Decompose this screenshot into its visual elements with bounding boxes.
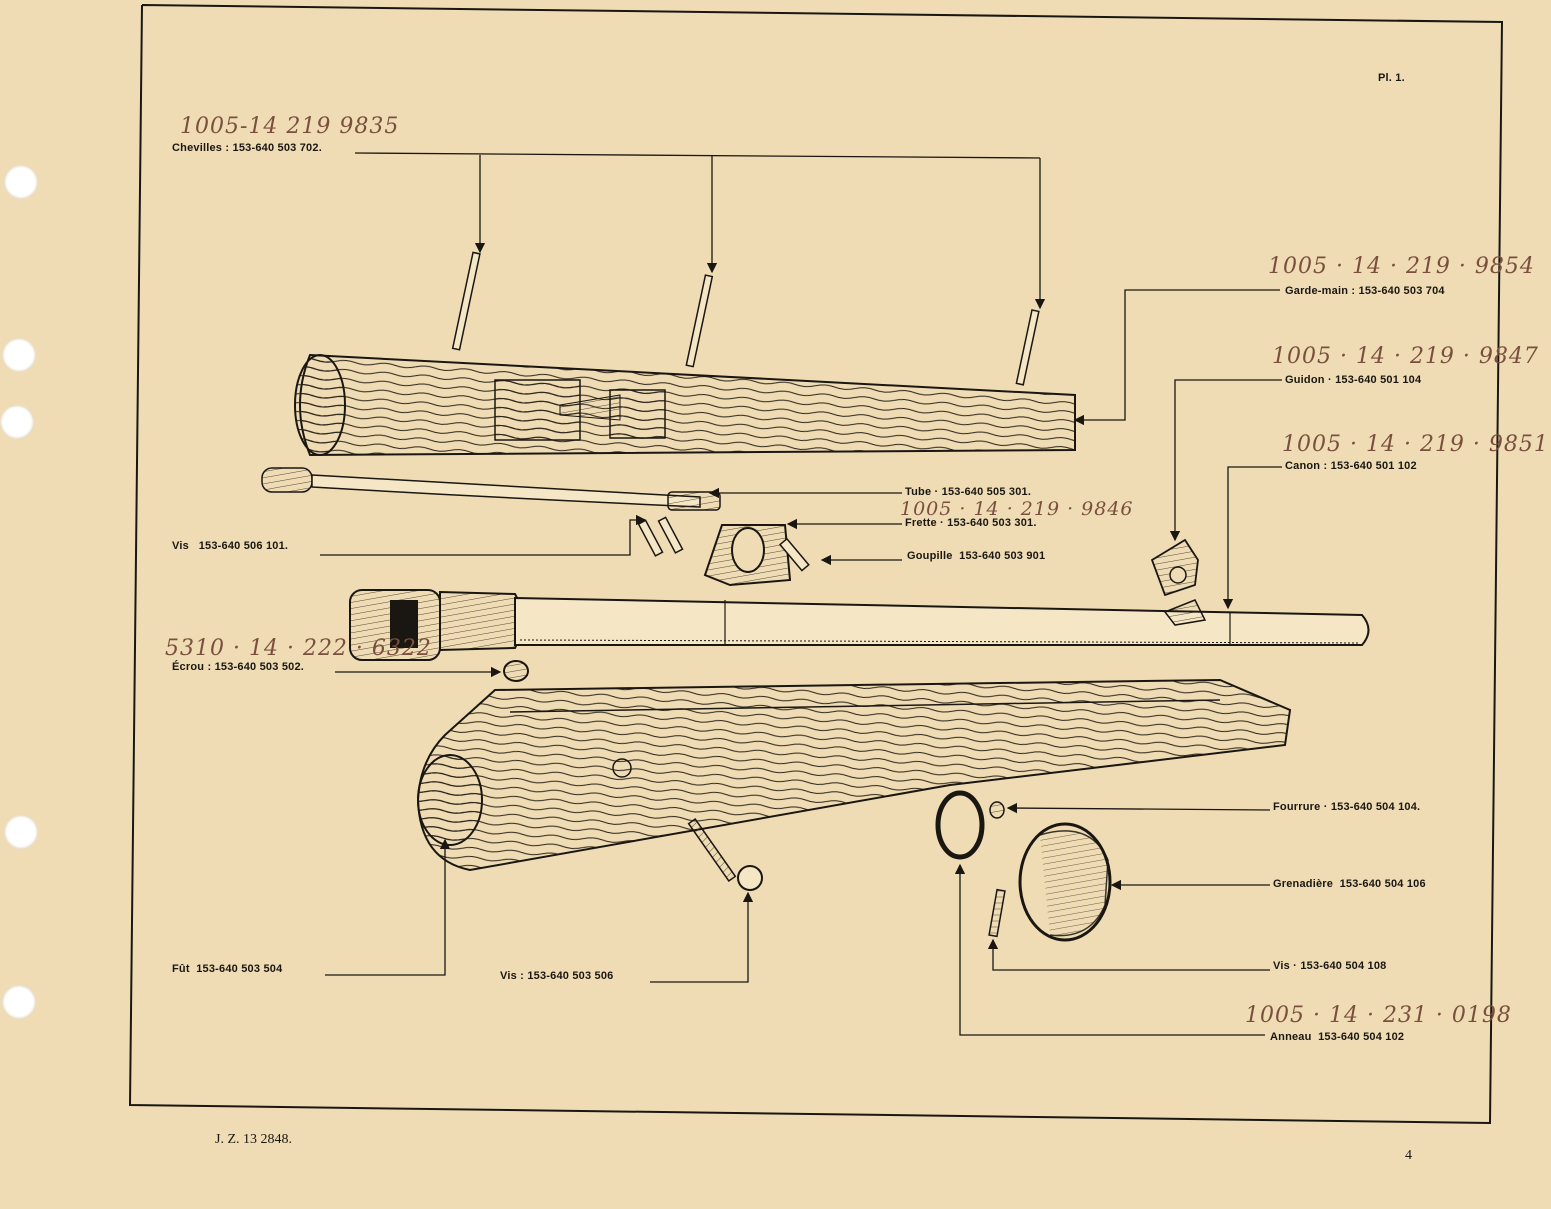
nsn-guidon: 1005 · 14 · 219 · 9847 xyxy=(1272,344,1539,369)
nsn-chevilles: 1005-14 219 9835 xyxy=(180,114,400,139)
stock-fut xyxy=(416,678,1292,872)
front-sight-guidon xyxy=(1150,538,1207,626)
page-number: 4 xyxy=(1405,1148,1412,1163)
label-vis-2: Vis · 153-640 504 108 xyxy=(1273,960,1387,972)
barrel-canon xyxy=(349,589,1370,661)
handguard-garde-main xyxy=(294,353,1076,457)
band-frette xyxy=(703,524,792,587)
label-frette: Frette · 153-640 503 301. xyxy=(905,517,1037,529)
label-garde-main: Garde-main : 153-640 503 704 xyxy=(1285,285,1445,297)
label-vis-1: Vis 153-640 506 101. xyxy=(172,540,289,552)
label-goupille: Goupille 153-640 503 901 xyxy=(907,550,1046,562)
nsn-frette: 1005 · 14 · 219 · 9846 xyxy=(900,498,1134,520)
punch-hole xyxy=(4,165,38,199)
nsn-anneau: 1005 · 14 · 231 · 0198 xyxy=(1245,1003,1512,1028)
bushing-fourrure xyxy=(989,801,1005,819)
label-grenadiere: Grenadière 153-640 504 106 xyxy=(1273,878,1426,890)
pin-chevilles xyxy=(451,251,1040,386)
punch-hole xyxy=(0,405,34,439)
screw-vis-3 xyxy=(687,817,763,891)
label-fourrure: Fourrure · 153-640 504 104. xyxy=(1273,801,1421,813)
screws-vis-1 xyxy=(637,516,684,557)
band-grenadiere xyxy=(1018,822,1112,942)
label-fut: Fût 153-640 503 504 xyxy=(172,963,283,975)
punch-hole xyxy=(2,985,36,1019)
footer-reference: J. Z. 13 2848. xyxy=(215,1132,292,1147)
label-tube: Tube · 153-640 505 301. xyxy=(905,486,1032,498)
screw-vis-2 xyxy=(988,888,1006,938)
pin-goupille xyxy=(778,537,810,572)
nsn-ecrou: 5310 · 14 · 222 · 6322 xyxy=(165,636,432,661)
plate-border xyxy=(128,4,1504,1125)
label-ecrou: Écrou : 153-640 503 502. xyxy=(172,661,305,673)
nut-ecrou xyxy=(503,660,529,682)
tube-part xyxy=(261,467,721,511)
label-guidon: Guidon · 153-640 501 104 xyxy=(1285,374,1422,386)
leader-lines xyxy=(320,152,1282,1036)
nsn-garde-main: 1005 · 14 · 219 · 9854 xyxy=(1268,254,1535,279)
label-vis-3: Vis : 153-640 503 506 xyxy=(500,970,614,982)
label-canon: Canon : 153-640 501 102 xyxy=(1285,460,1417,472)
ring-anneau xyxy=(935,790,985,860)
punch-hole xyxy=(2,338,36,372)
label-chevilles: Chevilles : 153-640 503 702. xyxy=(172,142,322,154)
label-anneau: Anneau 153-640 504 102 xyxy=(1270,1031,1405,1043)
nsn-canon: 1005 · 14 · 219 · 9851 xyxy=(1282,432,1549,457)
plate-label: Pl. 1. xyxy=(1378,72,1405,84)
punch-hole xyxy=(4,815,38,849)
